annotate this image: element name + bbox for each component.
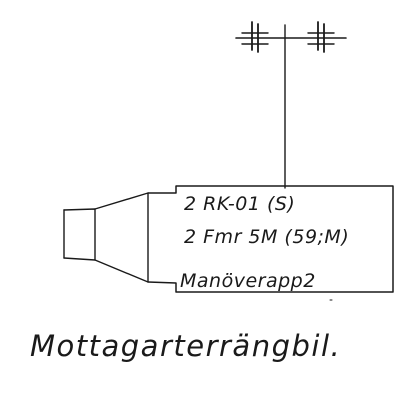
box-line-3: Manöverapp2 xyxy=(180,270,316,292)
vehicle-body xyxy=(63,185,394,301)
vehicle-hood xyxy=(94,192,149,283)
box-line-2: 2 Fmr 5M (59;M) xyxy=(184,226,349,248)
box-line-1: 2 RK-01 (S) xyxy=(184,193,295,215)
antenna xyxy=(235,21,347,189)
caption: Mottagarterrängbil. xyxy=(30,329,341,363)
vehicle-cab-box xyxy=(147,185,394,293)
